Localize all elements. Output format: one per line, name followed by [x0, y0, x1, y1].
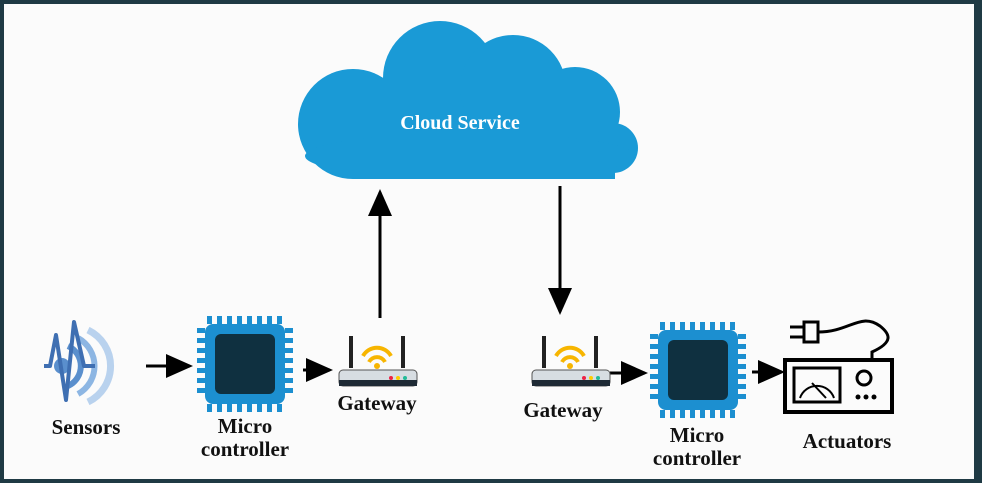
gateway-label-right: Gateway [523, 398, 603, 422]
micro-controller-label-left: Micro controller [180, 415, 310, 461]
micro-controller-label-right: Micro controller [632, 424, 762, 470]
micro-label-line2: controller [200, 437, 290, 461]
router-icon-left [338, 336, 418, 387]
cloud-service-label: Cloud Service [400, 112, 520, 134]
sensors-label: Sensors [51, 415, 121, 439]
sensor-icon [44, 320, 114, 406]
cloud-shape [298, 21, 638, 179]
micro-label-line1-right: Micro [669, 423, 725, 447]
actuators-label: Actuators [802, 429, 892, 453]
router-icon-right [531, 336, 611, 387]
microcontroller-icon-left [197, 316, 293, 412]
microcontroller-icon-right [650, 322, 746, 418]
micro-label-line1: Micro [217, 414, 273, 438]
micro-label-line2-right: controller [652, 446, 742, 470]
actuator-icon [783, 319, 894, 414]
gateway-label-left: Gateway [337, 391, 417, 415]
